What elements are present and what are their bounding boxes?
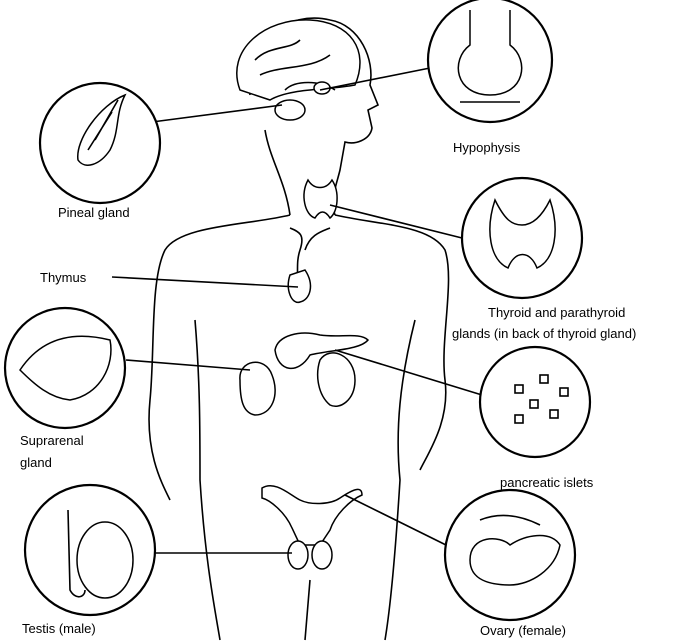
- label-thyroid-line1: Thyroid and parathyroid: [488, 305, 625, 320]
- kidney-right: [317, 352, 356, 407]
- label-ovary: Ovary (female): [480, 623, 566, 638]
- testis-inset: [23, 483, 157, 617]
- testis-left-organ: [287, 540, 309, 570]
- thymus-organ: [287, 269, 312, 304]
- hypophysis-inset: [426, 0, 554, 124]
- suprarenal-inset: [3, 306, 127, 430]
- thyroid-organ: [303, 178, 338, 220]
- pancreatic-islets-inset: [478, 345, 592, 459]
- uterus-organ: [261, 485, 363, 546]
- testis-right-organ: [311, 540, 333, 570]
- ovary-inset: [443, 488, 577, 622]
- body-outline: [148, 17, 450, 641]
- label-thymus: Thymus: [40, 270, 87, 285]
- pancreas-organ: [274, 332, 370, 370]
- label-thyroid-line2: glands (in back of thyroid gland): [452, 326, 636, 341]
- label-pancreatic-islets: pancreatic islets: [500, 475, 594, 490]
- brain: [236, 19, 361, 121]
- label-suprarenal-line1: Suprarenal: [20, 433, 84, 448]
- label-hypophysis: Hypophysis: [453, 140, 521, 155]
- kidney-left: [239, 361, 276, 416]
- thyroid-inset: [460, 176, 584, 300]
- label-pineal-gland: Pineal gland: [58, 205, 130, 220]
- leader-lines: [111, 67, 483, 554]
- label-suprarenal-line2: gland: [20, 455, 52, 470]
- pineal-inset: [38, 81, 162, 205]
- label-testis: Testis (male): [22, 621, 96, 636]
